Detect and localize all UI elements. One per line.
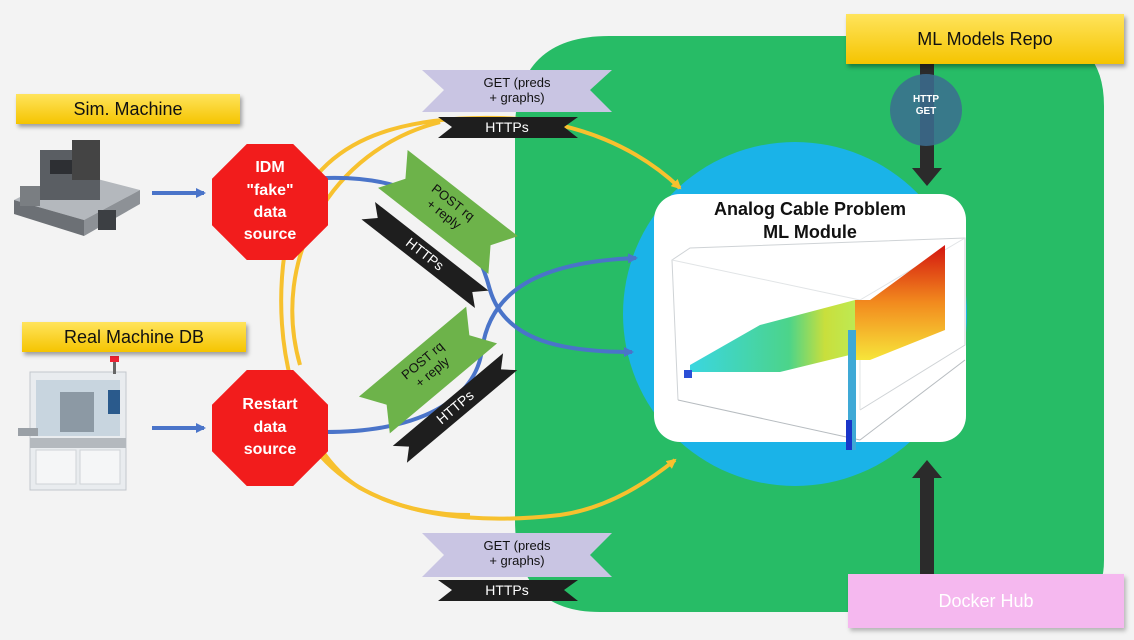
docker-hub-text: Docker Hub xyxy=(938,590,1034,611)
https-bottom-text: HTTPs xyxy=(485,582,529,598)
https-ribbon-top xyxy=(438,117,578,138)
sim-machine-label: Sim. Machine xyxy=(16,94,240,124)
http-get-bubble xyxy=(890,74,962,146)
idm-source-text: IDM "fake" data source xyxy=(243,159,297,244)
ml-module-title: Analog Cable Problem ML Module xyxy=(713,199,907,243)
real-machine-image xyxy=(18,356,127,491)
post-ribbon-top xyxy=(378,149,518,275)
docker-hub-box: Docker Hub xyxy=(848,574,1124,628)
get-top-text: GET (preds + graphs) xyxy=(483,75,551,105)
https-ribbon-bottom xyxy=(438,580,578,601)
get-bottom-text: GET (preds + graphs) xyxy=(483,538,551,568)
idm-source: IDM "fake" data source xyxy=(212,144,328,260)
real-machine-db-label: Real Machine DB xyxy=(22,322,246,352)
surface-main xyxy=(690,300,870,372)
http-get-text: HTTP GET xyxy=(912,94,940,117)
yellow-curve-bottom-out xyxy=(288,399,677,521)
surface-plot xyxy=(654,194,966,450)
docker-connector xyxy=(920,475,934,575)
yellow-curve-bottom-in xyxy=(279,249,471,517)
https-top-text: HTTPs xyxy=(485,119,529,135)
get-ribbon-bottom xyxy=(422,533,612,577)
post-ribbon-bottom xyxy=(358,306,498,434)
get-ribbon-top xyxy=(422,70,612,112)
restart-source-text: Restart data source xyxy=(242,396,298,459)
https-ribbon-post-top xyxy=(361,202,489,308)
https-ribbon-post-bottom xyxy=(392,353,518,463)
restart-source: Restart data source xyxy=(212,370,328,486)
ml-models-repo-label: ML Models Repo xyxy=(846,14,1124,64)
surface-ramp xyxy=(855,245,945,360)
ml-models-repo-text: ML Models Repo xyxy=(917,28,1053,49)
real-machine-db-text: Real Machine DB xyxy=(63,326,205,347)
sim-machine-image xyxy=(14,140,140,236)
sim-machine-text: Sim. Machine xyxy=(73,98,183,119)
